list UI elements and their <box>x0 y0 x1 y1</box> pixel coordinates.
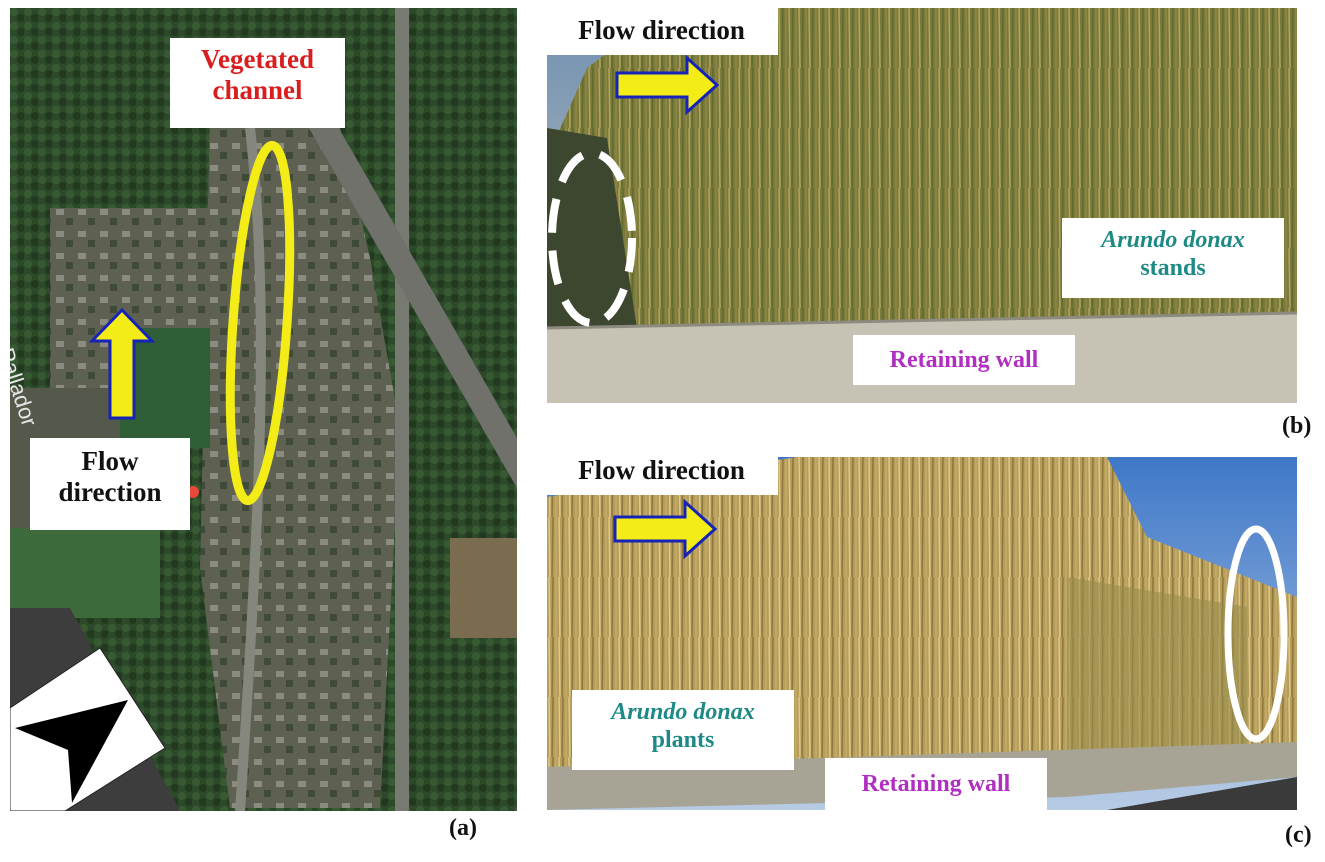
vegetated-channel-line2: channel <box>212 75 303 106</box>
flow-direction-label-c: Flow direction <box>545 445 778 495</box>
caption-c: (c) <box>1285 822 1312 848</box>
vegetated-channel-label: Vegetated channel <box>170 38 345 128</box>
panel-a-satellite-map: ppo Pallador Vegetated channel Flow dire… <box>10 8 517 811</box>
panel-c-photo <box>547 457 1297 810</box>
retaining-wall-label-b: Retaining wall <box>853 335 1075 385</box>
arundo-stands-italic: Arundo donax <box>1101 227 1245 253</box>
satellite-image <box>10 8 517 811</box>
flow-arrow-right-icon-c <box>613 498 718 560</box>
north-arrow-icon <box>10 647 166 811</box>
flow-arrow-up-icon <box>88 307 156 420</box>
caption-b: (b) <box>1282 413 1312 439</box>
arundo-plants-rest: plants <box>651 726 715 753</box>
caption-a: (a) <box>449 815 477 841</box>
dashed-ellipse <box>548 149 636 327</box>
flow-direction-label-a: Flow direction <box>30 438 190 530</box>
vegetated-channel-line1: Vegetated <box>201 44 314 74</box>
reed-plants-photo <box>547 457 1297 810</box>
white-ellipse <box>1224 525 1288 743</box>
arundo-plants-italic: Arundo donax <box>611 699 755 725</box>
arundo-stands-rest: stands <box>1140 254 1206 281</box>
channel-ellipse <box>225 140 295 506</box>
arundo-plants-label: Arundo donax plants <box>572 690 794 770</box>
flow-line1: Flow <box>81 446 139 476</box>
flow-line2: direction <box>58 477 162 508</box>
flow-direction-label-b: Flow direction <box>545 5 778 55</box>
retaining-wall-label-c: Retaining wall <box>825 758 1047 810</box>
flow-arrow-right-icon <box>615 54 720 116</box>
arundo-stands-label: Arundo donax stands <box>1062 218 1284 298</box>
